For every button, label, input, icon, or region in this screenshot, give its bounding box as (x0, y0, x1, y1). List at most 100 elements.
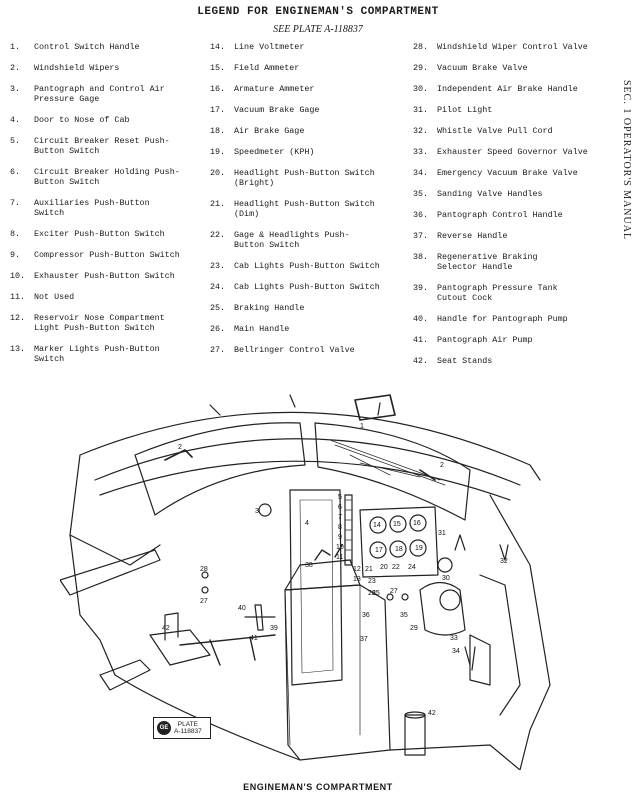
legend-item: 3. Pantograph and Control Air Pressure Ga… (10, 84, 205, 115)
control-stand (284, 584, 391, 761)
legend-item-number: 27. (210, 345, 226, 355)
legend-item-text: Not Used (34, 292, 75, 302)
legend-item-text: Seat Stands (437, 356, 493, 366)
legend-item-text: Pantograph Pressure Tank Cutout Cock (437, 283, 558, 303)
legend-item-text: Headlight Push-Button Switch (Bright) (234, 168, 375, 188)
legend-item-text: Door to Nose of Cab (34, 115, 130, 125)
legend-item-text: Armature Ammeter (234, 84, 315, 94)
legend-item-text: Cab Lights Push-Button Switch (234, 282, 380, 292)
legend-item: 34. Emergency Vacuum Brake Valve (413, 168, 598, 189)
legend-item: 24. Cab Lights Push-Button Switch (210, 282, 410, 303)
legend-item: 28.Windshield Wiper Control Valve (413, 42, 598, 63)
legend-item: 12.Reservoir Nose Compartment Light Push… (10, 313, 205, 344)
legend-item-number: 33. (413, 147, 429, 157)
callout-label: 29 (410, 625, 418, 632)
legend-item-number: 2. (10, 63, 21, 73)
legend-item-number: 1. (10, 42, 21, 52)
legend-item: 39.Pantograph Pressure Tank Cutout Cock (413, 283, 598, 314)
legend-title: LEGEND FOR ENGINEMAN'S COMPARTMENT (197, 6, 439, 18)
callout-label: 28 (200, 566, 208, 573)
legend-item: 29.Vacuum Brake Valve (413, 63, 598, 84)
callout-label: 2 (440, 462, 444, 469)
legend-item: 30.Independent Air Brake Handle (413, 84, 598, 105)
figure-caption: ENGINEMAN'S COMPARTMENT (243, 782, 393, 792)
legend-item-text: Marker Lights Push-Button Switch (34, 344, 160, 364)
legend-item: 25. Braking Handle (210, 303, 410, 324)
callout-label: 33 (450, 635, 458, 642)
legend-item: 7.Auxiliaries Push-Button Switch (10, 198, 205, 229)
callout-label: 15 (393, 521, 401, 528)
callout-label: 18 (395, 546, 403, 553)
callout-label: 40 (238, 605, 246, 612)
legend-item: 38.Regenerative Braking Selector Handle (413, 252, 598, 283)
legend-item-number: 17. (210, 105, 226, 115)
legend-item-number: 15. (210, 63, 226, 73)
legend-item-text: Main Handle (234, 324, 290, 334)
legend-item-number: 7. (10, 198, 21, 208)
gauge-17 (369, 541, 387, 559)
legend-item: 10. Exhauster Push-Button Switch (10, 271, 205, 292)
right-wall (489, 494, 551, 770)
legend-item-number: 40. (413, 314, 429, 324)
legend-item: 31.Pilot Light (413, 105, 598, 126)
right-seat-stand (404, 714, 426, 756)
legend-item-number: 9. (10, 250, 21, 260)
legend-item-number: 41. (413, 335, 429, 345)
legend-item-text: Braking Handle (234, 303, 305, 313)
legend-item: 37. Reverse Handle (413, 231, 598, 252)
legend-item-number: 23. (210, 261, 226, 271)
legend-item-number: 10. (10, 271, 26, 281)
legend-item: 11.Not Used (10, 292, 205, 313)
legend-item-number: 22. (210, 230, 226, 240)
legend-item-text: Control Switch Handle (34, 42, 140, 52)
gauge-15 (389, 515, 407, 533)
callout-label: 21 (365, 566, 373, 573)
callout-label: 32 (500, 558, 508, 565)
legend-item: 26.Main Handle (210, 324, 410, 345)
instrument-panel (359, 506, 439, 578)
legend-item: 6. Circuit Breaker Holding Push- Button S… (10, 167, 205, 198)
legend-item-number: 19. (210, 147, 226, 157)
legend-item-text: Pantograph and Control Air Pressure Gage (34, 84, 165, 104)
legend-item-text: Handle for Pantograph Pump (437, 314, 568, 324)
callout-label: 24 (408, 564, 416, 571)
callout-label: 12 (353, 566, 361, 573)
left-wall (69, 454, 116, 676)
legend-item-text: Reverse Handle (437, 231, 508, 241)
gauge-14 (369, 516, 387, 534)
legend-item-text: Exhauster Push-Button Switch (34, 271, 175, 281)
legend-item-number: 25. (210, 303, 226, 313)
legend-item-text: Emergency Vacuum Brake Valve (437, 168, 578, 178)
legend-item-number: 34. (413, 168, 429, 178)
callout-label: 8 (338, 524, 342, 531)
callout-label: 11 (336, 554, 343, 561)
legend-item: 36.Pantograph Control Handle (413, 210, 598, 231)
legend-item: 9.Compressor Push-Button Switch (10, 250, 205, 271)
legend-item-number: 3. (10, 84, 21, 94)
legend-item: 4.Door to Nose of Cab (10, 115, 205, 136)
callout-label: 20 (380, 564, 388, 571)
callout-label: 2 (178, 444, 182, 451)
callout-label: 23 (368, 578, 376, 585)
legend-item-number: 12. (10, 313, 26, 323)
legend-item-number: 37. (413, 231, 429, 241)
legend-item: 19.Speedmeter (KPH) (210, 147, 410, 168)
legend-item-text: Regenerative Braking Selector Handle (437, 252, 538, 272)
legend-item-text: Cab Lights Push-Button Switch (234, 261, 380, 271)
legend-item-number: 8. (10, 229, 21, 239)
legend-item-number: 16. (210, 84, 226, 94)
legend-item: 27.Bellringer Control Valve (210, 345, 410, 366)
left-windshield (134, 422, 306, 516)
legend-item: 35.Sanding Valve Handles (413, 189, 598, 210)
legend-item-text: Air Brake Gage (234, 126, 305, 136)
legend-item-text: Circuit Breaker Holding Push- Button Swi… (34, 167, 180, 187)
legend-item-text: Field Ammeter (234, 63, 300, 73)
legend-item: 15. Field Ammeter (210, 63, 410, 84)
side-section-label: SEC. 1 OPERATOR'S MANUAL (621, 80, 632, 241)
callout-label: 7 (338, 514, 342, 521)
legend-item-number: 6. (10, 167, 21, 177)
legend-item-number: 24. (210, 282, 226, 292)
legend-item-text: Sanding Valve Handles (437, 189, 543, 199)
legend-item-number: 14. (210, 42, 226, 52)
